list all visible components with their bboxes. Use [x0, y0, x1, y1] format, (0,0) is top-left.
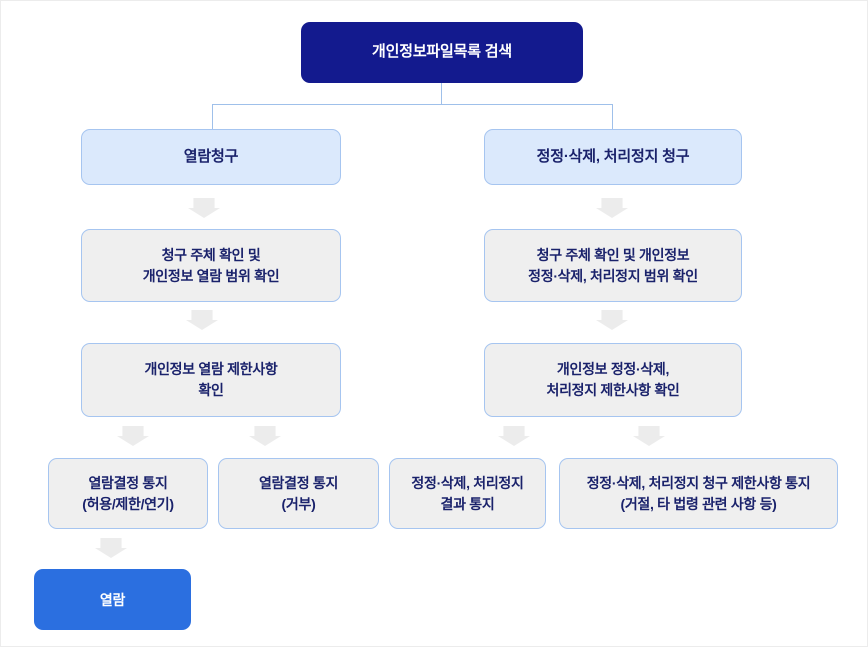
connector-left-vertical [212, 104, 213, 129]
step-verify-subject-view-scope: 청구 주체 확인 및 개인정보 열람 범위 확인 [81, 229, 341, 302]
connector-root-vertical [441, 83, 442, 104]
root-node-label: 개인정보파일목록 검색 [372, 43, 512, 61]
branch-header-label: 정정·삭제, 처리정지 청구 [536, 147, 690, 165]
down-arrow-icon [596, 198, 628, 218]
step-text-line: 개인정보 열람 제한사항 [144, 361, 278, 377]
step-text-line: 처리정지 제한사항 확인 [546, 382, 680, 398]
branch-header-correction-request: 정정·삭제, 처리정지 청구 [484, 129, 742, 185]
down-arrow-icon [249, 426, 281, 446]
outcome-text-line: (거절, 타 법령 관련 사항 등) [620, 495, 777, 512]
outcome-text-line: 열람결정 통지 [88, 474, 168, 491]
branch-header-view-request: 열람청구 [81, 129, 341, 185]
step-text-line: 개인정보 열람 범위 확인 [142, 267, 280, 284]
outcome-view-decision-allow: 열람결정 통지 (허용/제한/연기) [48, 458, 208, 529]
step-text-line: 청구 주체 확인 및 [161, 246, 261, 263]
outcome-view-decision-reject: 열람결정 통지 (거부) [218, 458, 379, 529]
step-verify-subject-correction-scope: 청구 주체 확인 및 개인정보 정정·삭제, 처리정지 범위 확인 [484, 229, 742, 302]
connector-horizontal [212, 104, 613, 105]
down-arrow-icon [186, 310, 218, 330]
view-button[interactable]: 열람 [34, 569, 191, 630]
down-arrow-icon [117, 426, 149, 446]
branch-header-label: 열람청구 [183, 147, 239, 165]
outcome-text-line: 열람결정 통지 [258, 474, 339, 491]
down-arrow-icon [95, 538, 127, 558]
down-arrow-icon [596, 310, 628, 330]
step-correction-restrictions-check: 개인정보 정정·삭제, 처리정지 제한사항 확인 [484, 343, 742, 417]
step-text-line: 개인정보 정정·삭제, [556, 361, 670, 377]
view-button-label: 열람 [99, 591, 126, 608]
step-text-line: 정정·삭제, 처리정지 범위 확인 [528, 267, 698, 284]
outcome-correction-restriction-notice: 정정·삭제, 처리정지 청구 제한사항 통지 (거절, 타 법령 관련 사항 등… [559, 458, 838, 529]
down-arrow-icon [188, 198, 220, 218]
connector-right-vertical [612, 104, 613, 129]
outcome-text-line: 정정·삭제, 처리정지 청구 제한사항 통지 [586, 474, 811, 491]
step-text-line: 청구 주체 확인 및 개인정보 [536, 246, 690, 263]
outcome-text-line: 결과 통지 [440, 495, 495, 512]
root-node-file-list-search: 개인정보파일목록 검색 [301, 22, 583, 83]
down-arrow-icon [498, 426, 530, 446]
step-text-line: 확인 [198, 382, 224, 398]
down-arrow-icon [633, 426, 665, 446]
outcome-text-line: 정정·삭제, 처리정지 [411, 474, 524, 491]
step-view-restrictions-check: 개인정보 열람 제한사항 확인 [81, 343, 341, 417]
outcome-correction-result-notice: 정정·삭제, 처리정지 결과 통지 [389, 458, 546, 529]
outcome-text-line: (거부) [281, 495, 316, 512]
outcome-text-line: (허용/제한/연기) [82, 495, 174, 512]
